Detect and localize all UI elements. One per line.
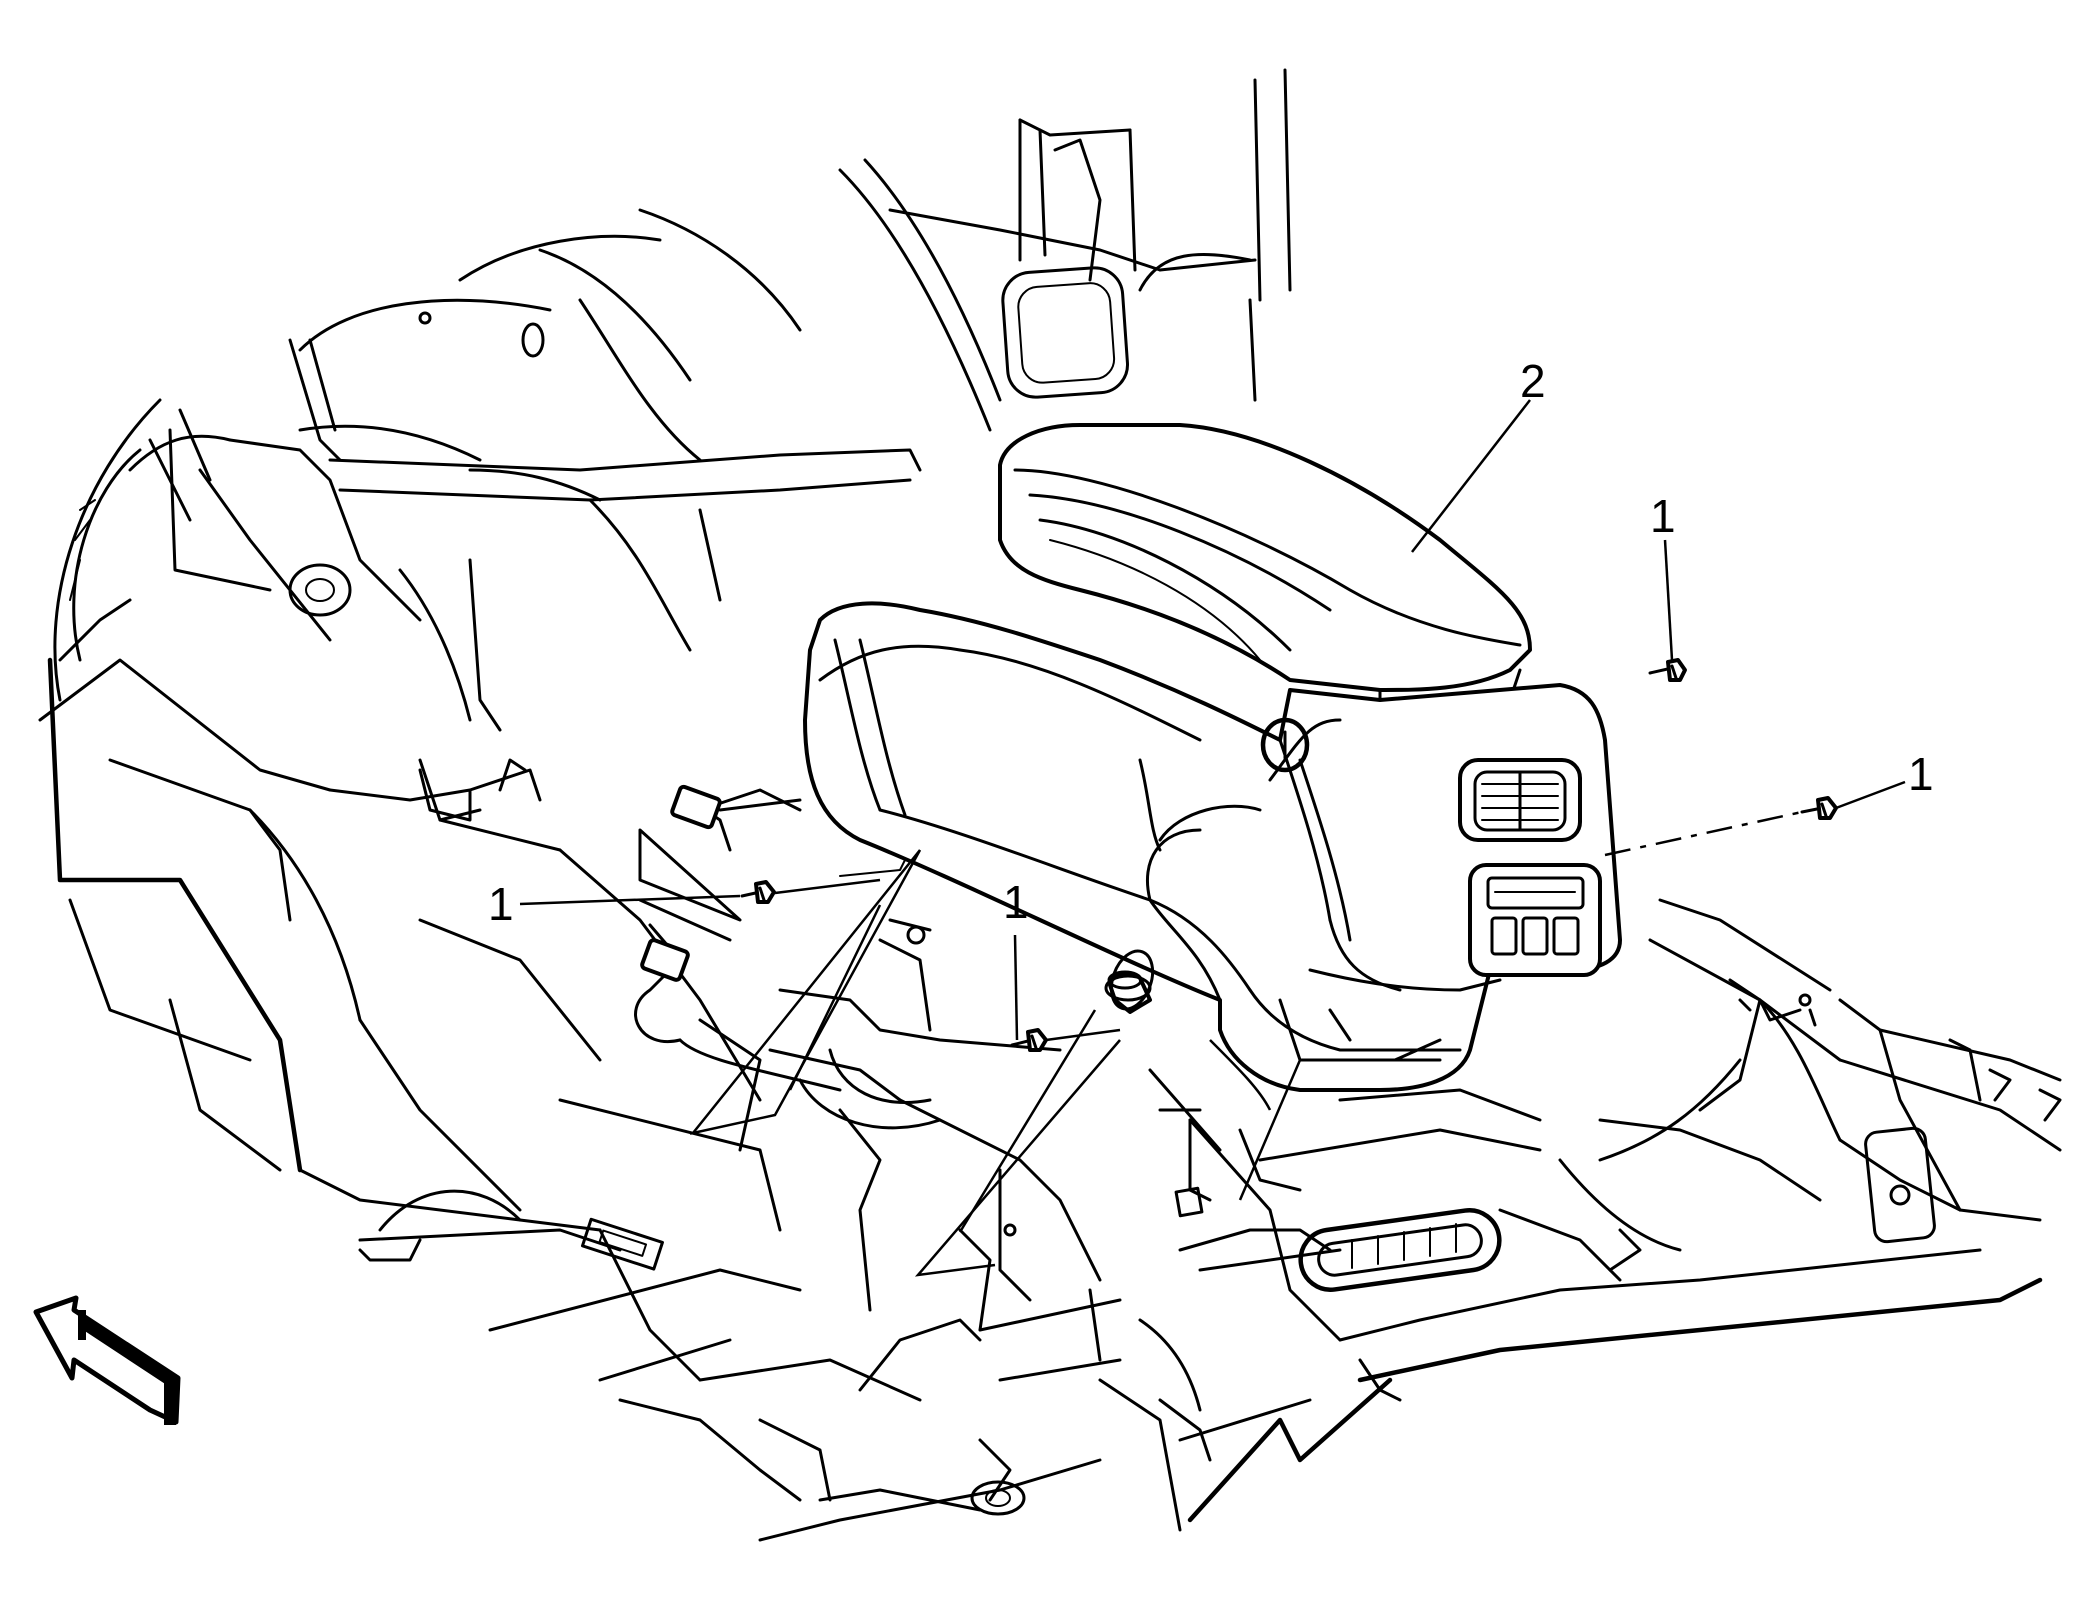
callout-fastener-top-right: 1 (1650, 490, 1676, 542)
fasteners (740, 658, 1838, 1052)
console-armrest (803, 423, 1622, 1092)
front-arrow-icon (33, 1295, 181, 1425)
fastener-center (1010, 1028, 1048, 1052)
callout-fastener-center: 1 (1003, 876, 1029, 928)
fastener-left (740, 880, 776, 904)
vehicle-body-structure (38, 68, 2062, 1542)
callouts: 2 1 1 1 1 (488, 355, 1934, 930)
callout-fastener-right: 1 (1908, 748, 1934, 800)
fastener-top-right (1648, 658, 1687, 682)
fastener-right (1800, 796, 1838, 820)
callout-fastener-left: 1 (488, 878, 514, 930)
callout-armrest: 2 (1520, 355, 1546, 407)
leader-lines (519, 399, 1906, 1277)
